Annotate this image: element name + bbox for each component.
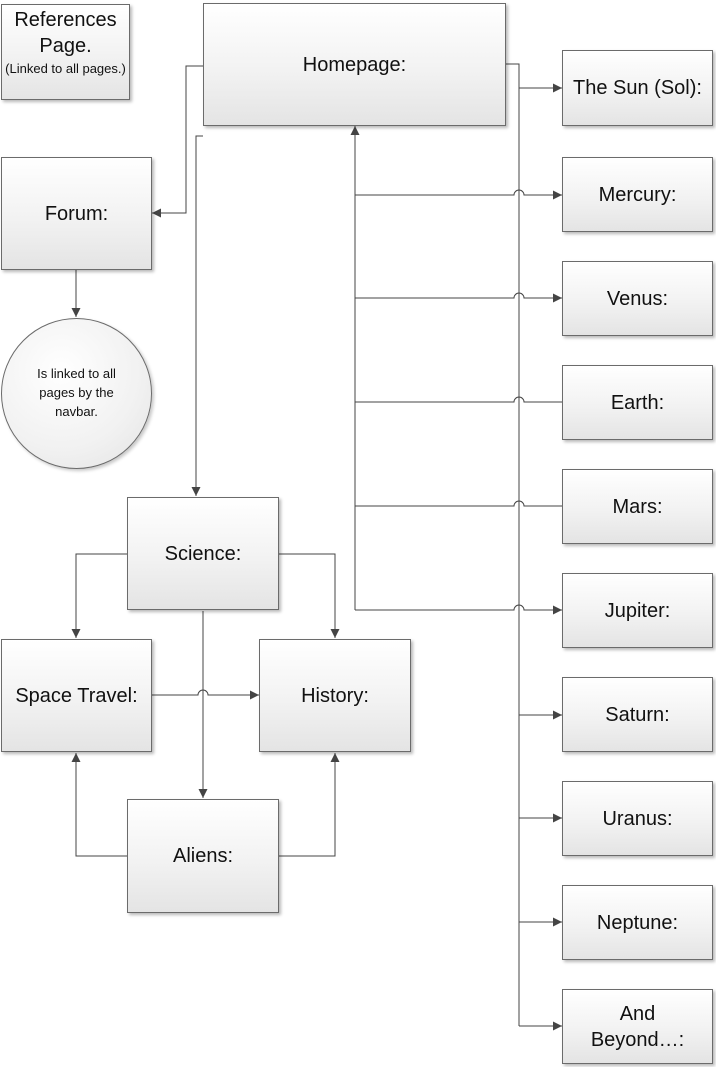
planet-label: Venus: — [606, 287, 669, 310]
connector-homepage-forum — [152, 65, 203, 218]
planet-node-neptune: Neptune: — [562, 885, 713, 960]
planet-node-venus: Venus: — [562, 261, 713, 336]
space-travel-node: Space Travel: — [1, 639, 152, 752]
connector-science-history — [279, 553, 340, 638]
connector-aliens-spacetravel — [71, 753, 127, 857]
planet-label: Neptune: — [596, 911, 679, 934]
planet-label: Mercury: — [598, 183, 677, 206]
planet-label: The Sun (Sol): — [573, 77, 702, 99]
planet-label: Uranus: — [602, 807, 673, 830]
planet-node-mercury: Mercury: — [562, 157, 713, 232]
connector-jupiter — [355, 604, 562, 615]
forum-label: Forum: — [44, 202, 109, 225]
planet-node-earth: Earth: — [562, 365, 713, 440]
history-node: History: — [259, 639, 411, 752]
forum-note-circle: Is linked to all pages by the navbar. — [1, 318, 152, 469]
references-note: (Linked to all pages.) — [5, 61, 126, 76]
science-label: Science: — [164, 542, 242, 565]
planet-label: Mars: — [612, 495, 663, 518]
references-title: References — [14, 9, 117, 31]
planet-label: Jupiter: — [604, 599, 671, 622]
connector-homepage-science — [191, 135, 203, 496]
forum-note-text: Is linked to all pages by the navbar. — [37, 366, 116, 419]
connector-aliens-history — [279, 753, 340, 857]
references-page-node: References Page. (Linked to all pages.) — [1, 4, 130, 100]
planet-label: And Beyond…: — [590, 1002, 685, 1051]
planet-node-mars: Mars: — [562, 469, 713, 544]
references-subtitle: Page. — [39, 35, 92, 57]
forum-node: Forum: — [1, 157, 152, 270]
planet-node-uranus: Uranus: — [562, 781, 713, 856]
connector-venus — [355, 292, 562, 303]
connector-mercury — [355, 189, 562, 200]
space-travel-label: Space Travel: — [15, 684, 138, 707]
history-label: History: — [301, 684, 369, 707]
connector-spacetravel-history — [152, 689, 259, 700]
planet-label: Saturn: — [605, 703, 670, 726]
connector-science-spacetravel — [71, 553, 127, 638]
planet-label: Earth: — [610, 391, 665, 414]
connector-earth — [355, 396, 562, 403]
science-node: Science: — [127, 497, 279, 610]
planet-node-jupiter: Jupiter: — [562, 573, 713, 648]
homepage-node: Homepage: — [203, 3, 506, 126]
aliens-label: Aliens: — [172, 845, 234, 867]
planet-node-beyond: And Beyond…: — [562, 989, 713, 1064]
planet-node-sun: The Sun (Sol): — [562, 50, 713, 126]
connector-homepage-trunk — [506, 63, 520, 1026]
connector-mars — [355, 500, 562, 507]
aliens-node: Aliens: — [127, 799, 279, 913]
planet-node-saturn: Saturn: — [562, 677, 713, 752]
homepage-label: Homepage: — [302, 53, 407, 76]
